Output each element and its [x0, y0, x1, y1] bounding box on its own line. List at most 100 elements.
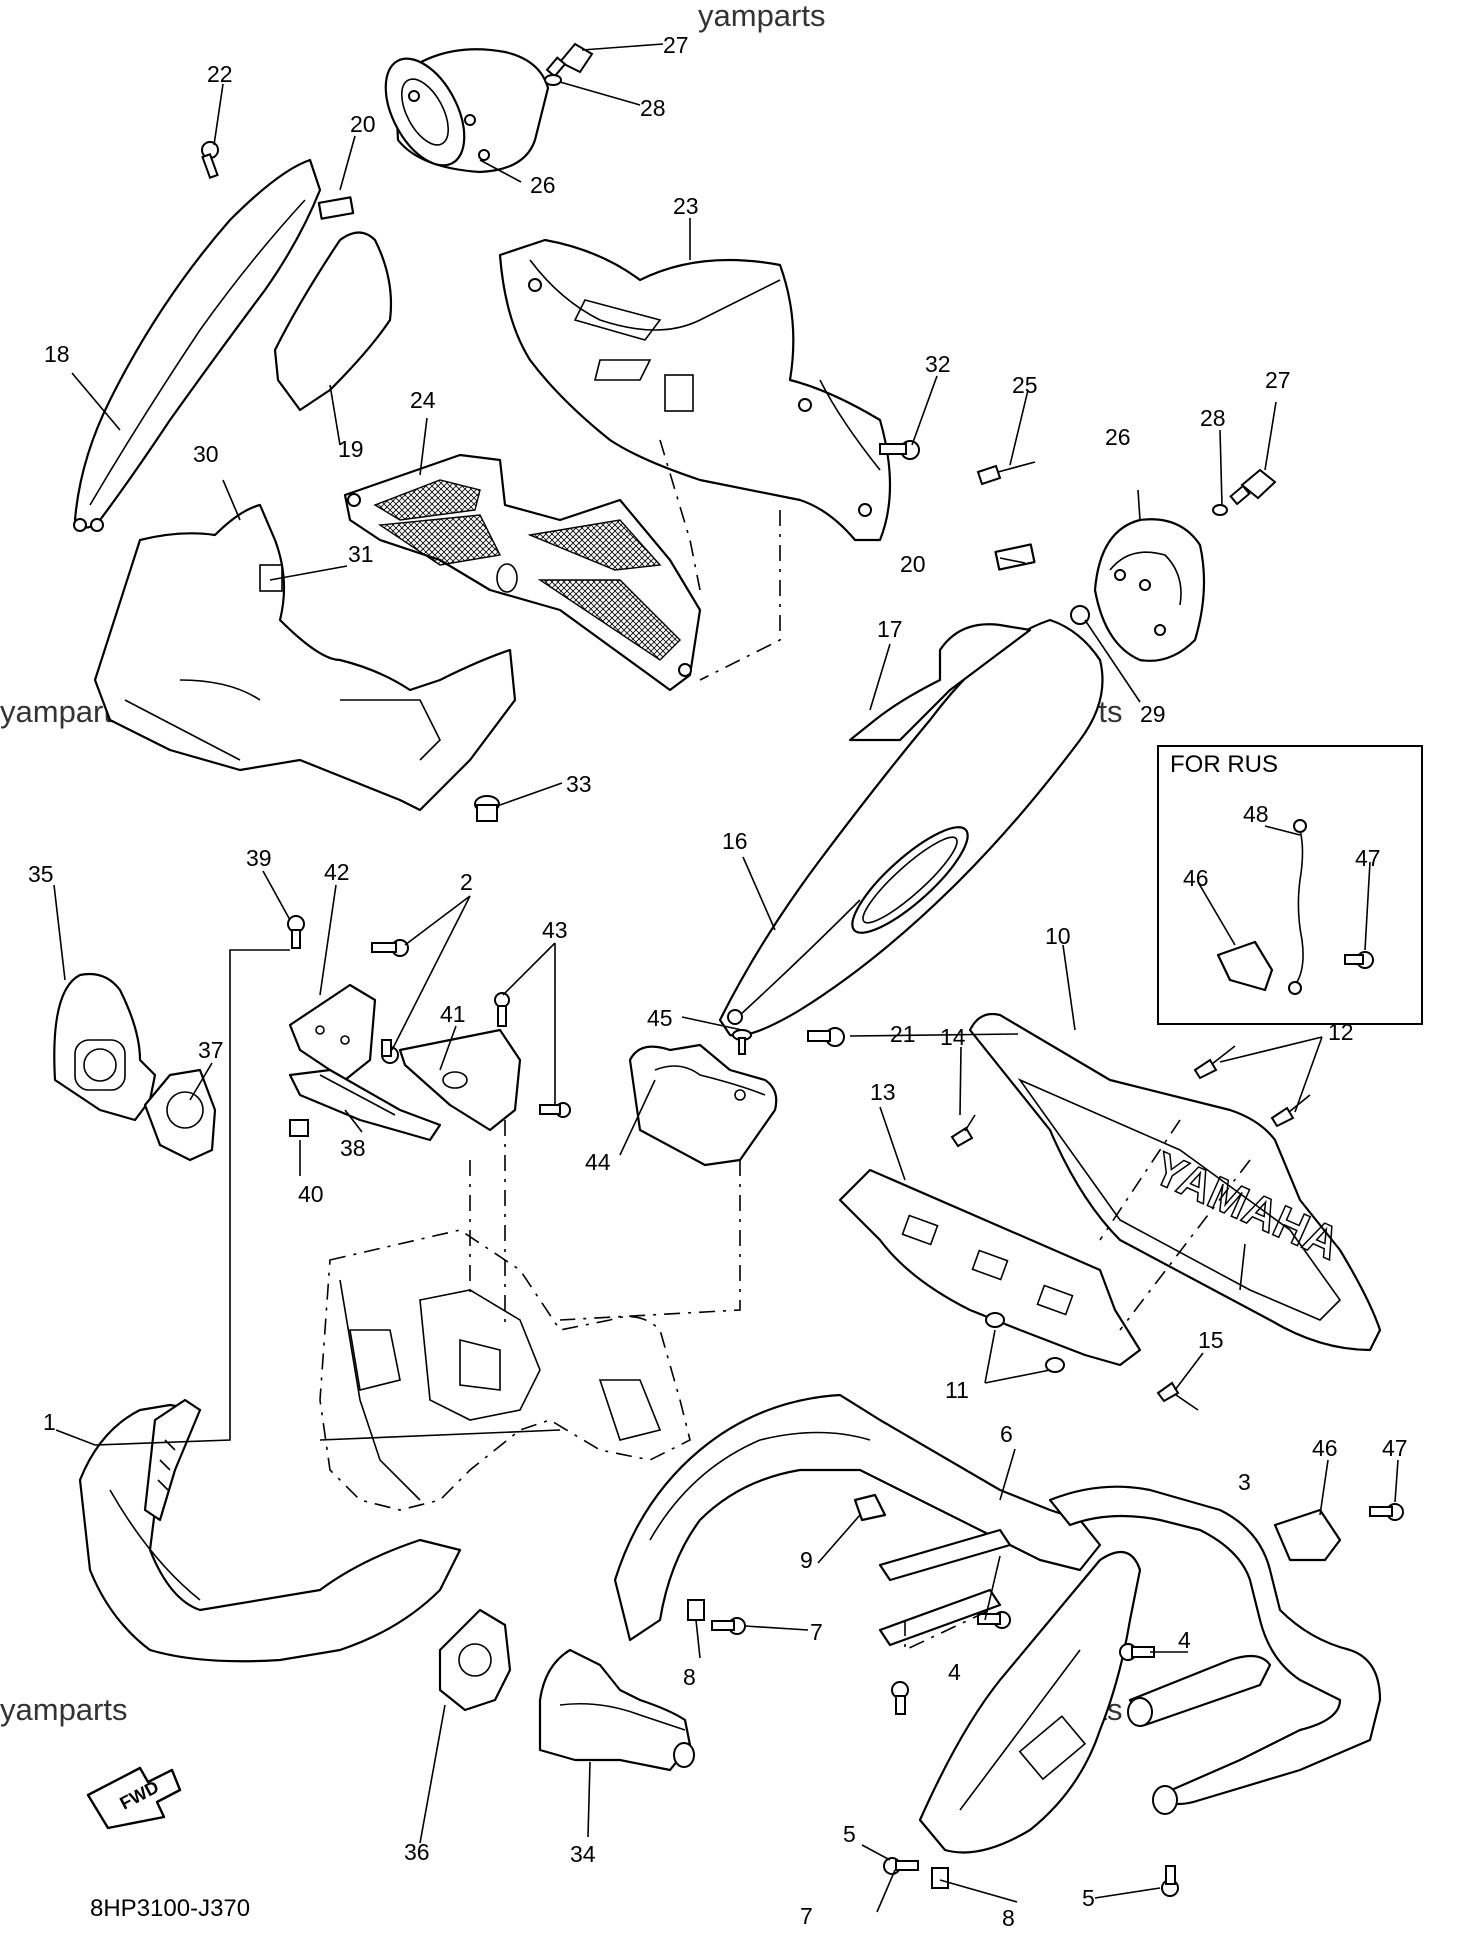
- callout-43: 43: [542, 917, 568, 943]
- callout-44: 44: [585, 1149, 611, 1175]
- rivet-25: [976, 461, 1036, 486]
- callout-31: 31: [348, 541, 374, 567]
- callout-26b: 26: [1105, 424, 1131, 450]
- inset-bolt-47: [1344, 951, 1374, 969]
- part-23-inner-cowl: [498, 238, 892, 542]
- callout-41: 41: [440, 1001, 466, 1027]
- callout-4b: 4: [948, 1659, 961, 1685]
- callout-13: 13: [870, 1079, 896, 1105]
- screws-7: [711, 1617, 919, 1875]
- callout-27a: 27: [663, 32, 689, 58]
- bolt-27-right: [1229, 468, 1277, 506]
- bolt-39: [287, 915, 305, 949]
- inset-title: FOR RUS: [1170, 751, 1278, 778]
- inset-frame: [1157, 745, 1423, 1025]
- nut-29: [1070, 605, 1090, 625]
- callout-9: 9: [800, 1547, 813, 1573]
- bolt-47-lower: [1369, 1503, 1404, 1521]
- callout-17: 17: [877, 616, 903, 642]
- part-19-duct: [273, 231, 393, 412]
- callout-7b: 7: [800, 1903, 813, 1929]
- callout-35: 35: [28, 861, 54, 887]
- rivet-14: [950, 1114, 976, 1148]
- part-20-pad-right: [994, 543, 1036, 571]
- callout-27b: 27: [1265, 367, 1291, 393]
- bracket-46-lower: [1273, 1508, 1342, 1562]
- part-37-cover: [143, 1068, 217, 1162]
- callout-14: 14: [940, 1024, 966, 1050]
- callout-32: 32: [925, 351, 951, 377]
- bolts-4: [977, 1611, 1155, 1661]
- part-20-pad-left: [317, 196, 355, 220]
- callout-21: 21: [890, 1021, 916, 1047]
- part-9-pad: [853, 1493, 887, 1522]
- callout-20a: 20: [350, 111, 376, 137]
- part-34-duct: [538, 1648, 695, 1772]
- part-26-cap-right: [1093, 518, 1206, 662]
- part-42-bracket: [288, 983, 377, 1082]
- callout-4a: 4: [1178, 1627, 1191, 1653]
- callout-45: 45: [647, 1005, 673, 1031]
- callout-36: 36: [404, 1839, 430, 1865]
- grommet-11b: [1045, 1357, 1065, 1373]
- bolt-21: [807, 1027, 845, 1047]
- callout-15: 15: [1198, 1327, 1224, 1353]
- callout-22: 22: [207, 61, 233, 87]
- inset-for-rus: FOR RUS: [1157, 745, 1423, 1025]
- part-24-mesh-panel: [343, 453, 702, 692]
- leader-lines: [53, 43, 1399, 1913]
- nut-40: [289, 1119, 309, 1137]
- callout-30: 30: [193, 441, 219, 467]
- callout-20b: 20: [900, 551, 926, 577]
- part-44-cover: [628, 1043, 778, 1167]
- rivet-15: [1156, 1381, 1199, 1411]
- callout-16: 16: [722, 828, 748, 854]
- callout-28b: 28: [1200, 405, 1226, 431]
- callout-19: 19: [338, 436, 364, 462]
- watermark-top: yamparts: [698, 0, 825, 33]
- callout-26a: 26: [530, 172, 556, 198]
- bolt-32: [879, 440, 920, 460]
- callout-38: 38: [340, 1135, 366, 1161]
- callout-7a: 7: [810, 1619, 823, 1645]
- washer-28-top: [544, 74, 562, 86]
- part-35-cover: [53, 972, 157, 1122]
- stays-6b: [878, 1528, 1012, 1647]
- watermark-left-lower: yamparts: [0, 1692, 127, 1727]
- nut-33: [474, 795, 500, 822]
- callout-37: 37: [198, 1037, 224, 1063]
- callout-3: 3: [1238, 1469, 1251, 1495]
- part-6-stay: [613, 1393, 1102, 1642]
- bolt-22: [201, 141, 219, 179]
- part-26-cap-top: [384, 48, 550, 174]
- part-41-bracket: [398, 1028, 522, 1132]
- callout-46: 46: [1312, 1435, 1338, 1461]
- callout-47: 47: [1382, 1435, 1408, 1461]
- callout-33: 33: [566, 771, 592, 797]
- callouts: 1 2 3 4 4 5 5 6 7 7 8 8 9 10 11 12 13 14…: [28, 32, 1408, 1931]
- part-38-rod: [288, 1068, 442, 1142]
- part-13-bracket: [838, 1168, 1142, 1367]
- callout-11: 11: [945, 1377, 969, 1403]
- grommet-11a: [985, 1312, 1005, 1328]
- part-17-16-side-fairing: [718, 618, 1104, 1037]
- lower-right-fairing: [918, 1550, 1142, 1854]
- reference-lines: [469, 439, 1251, 1652]
- bolts-43: [494, 992, 571, 1118]
- callout-5a: 5: [843, 1821, 856, 1847]
- fwd-arrow: FWD: [86, 1766, 182, 1830]
- inset-wire-48: [1294, 829, 1304, 986]
- part-30-lower-duct: [93, 503, 517, 812]
- callout-24: 24: [410, 387, 436, 413]
- callout-25: 25: [1012, 372, 1038, 398]
- inset-callout-46: 46: [1183, 865, 1209, 891]
- callout-5b: 5: [1082, 1885, 1095, 1911]
- callout-29: 29: [1140, 701, 1166, 727]
- callout-10: 10: [1045, 923, 1071, 949]
- callout-34: 34: [570, 1841, 596, 1867]
- callout-23: 23: [673, 193, 699, 219]
- part-36-cover: [438, 1608, 512, 1712]
- callout-42: 42: [324, 859, 350, 885]
- diagram-code: 8HP3100-J370: [90, 1895, 250, 1922]
- callout-18: 18: [44, 341, 70, 367]
